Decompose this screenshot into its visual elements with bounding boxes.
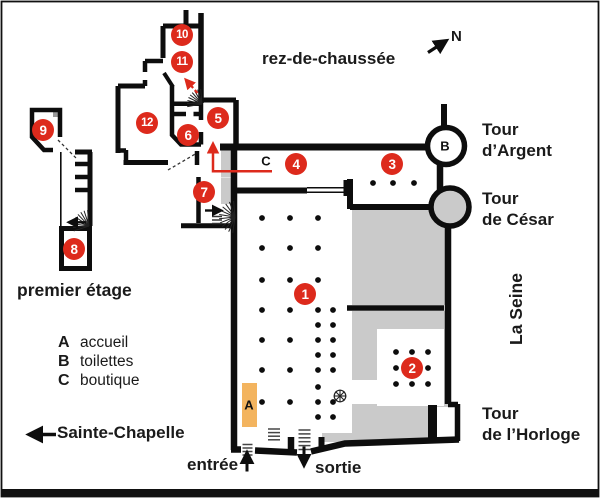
tour-cesar-label: Tour de César [482,188,554,230]
arrows [25,38,450,472]
tour-cesar-line1: Tour [482,189,519,208]
room12-door-dashed [167,152,198,171]
sainte-chapelle-sign: Sainte-Chapelle [57,423,185,442]
letter-marker-c: C [261,153,271,169]
route-to-5-arrow [206,141,272,173]
marker-6: 6 [177,124,199,146]
exit-label: sortie [315,458,362,477]
wall [162,71,175,89]
first-floor-inset [29,107,93,271]
river-label-la-seine: La Seine [505,273,526,345]
wall [448,401,461,441]
marker-8: 8 [63,238,85,260]
marker-7: 7 [193,181,215,203]
tour-cesar-line2: de César [482,210,554,229]
tour-argent-line1: Tour [482,120,519,139]
bottom-wall [254,447,298,456]
stairs-link-dashed [57,139,77,159]
north-arrow [427,38,450,55]
marker-5: 5 [207,107,229,129]
room-2-passage [344,380,377,404]
legend: A accueil B toilettes C boutique [58,333,139,390]
tour-cesar-circle [428,185,472,229]
horloge-pocket [437,407,455,439]
legend-row-accueil: A accueil [58,333,139,352]
letter-marker-b: B [440,138,450,154]
letter-marker-a: A [244,397,254,413]
marker-4: 4 [285,153,307,175]
marker-12: 12 [136,112,158,134]
legend-key-a: A [58,334,70,351]
legend-row-boutique: C boutique [58,371,139,390]
stair-steps-room7 [212,215,222,225]
tour-horloge-line1: Tour [482,404,519,423]
floor-title-premier-etage: premier étage [17,280,132,300]
middle-gate-hatch [268,428,280,441]
tour-argent-circle [424,124,468,168]
legend-label-boutique: boutique [80,372,140,389]
legend-key-b: B [58,353,70,370]
room9-walls [29,107,63,153]
tour-horloge-line2: de l’Horloge [482,425,581,444]
well-symbol [333,389,347,403]
legend-row-toilettes: B toilettes [58,352,139,371]
marker-9: 9 [32,119,54,141]
legend-label-toilettes: toilettes [80,353,134,370]
legend-label-accueil: accueil [80,334,129,351]
entrance-gate-hatch [242,443,253,456]
horloge-wall-bar [428,405,437,442]
column-dots [259,180,431,420]
bottom-wall [310,436,460,455]
legend-key-c: C [58,372,70,389]
marker-3: 3 [381,153,403,175]
floor-title-rez-de-chaussee: rez-de-chaussée [262,49,396,68]
tour-argent-label: Tour d’Argent [482,119,552,161]
entrance-label: entrée [187,455,239,474]
compass-label: N [451,28,462,45]
accueil-box [242,383,257,427]
marker-2: 2 [401,357,423,379]
closed-area-upper [352,210,446,305]
spiral-stair-room11 [186,89,203,108]
route-to-11-arrow [184,77,199,94]
tour-horloge-label: Tour de l’Horloge [482,403,580,445]
railing-lines [307,186,344,194]
room-9-corner-block [53,110,60,117]
stair-rungs [75,161,89,193]
marker-11: 11 [171,51,193,73]
railing-post [343,180,349,196]
tour-argent-line2: d’Argent [482,141,552,160]
marker-10: 10 [171,24,193,46]
marker-1: 1 [294,283,316,305]
